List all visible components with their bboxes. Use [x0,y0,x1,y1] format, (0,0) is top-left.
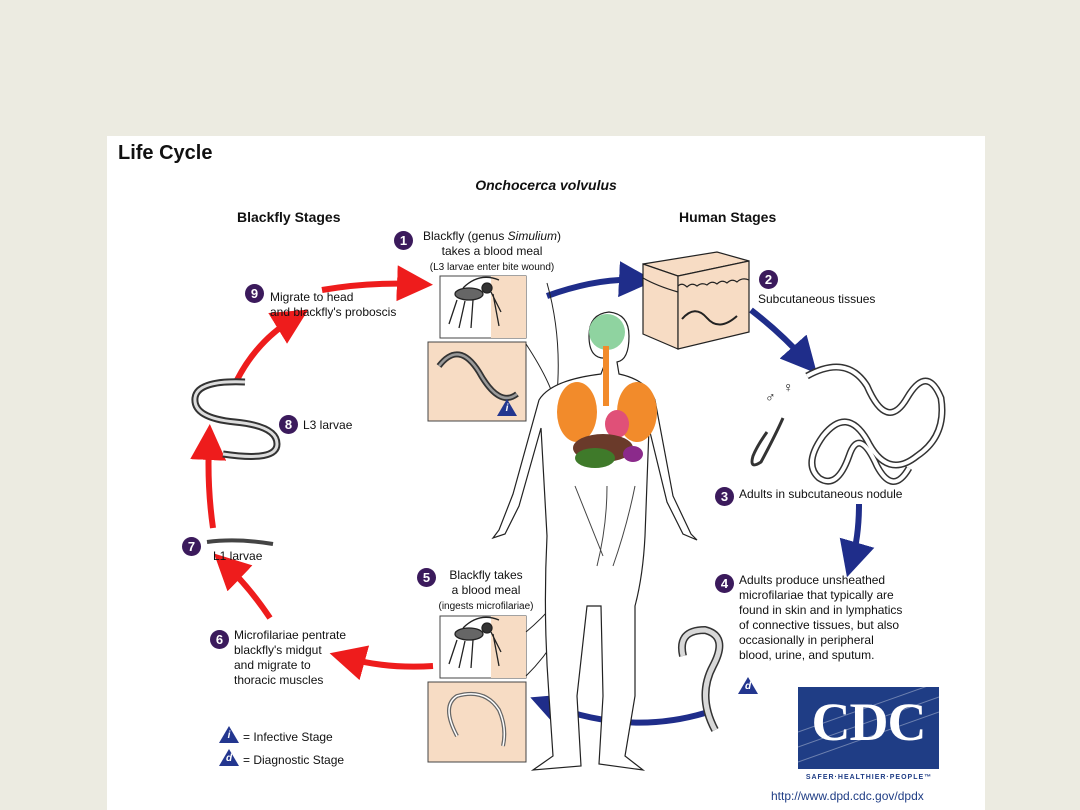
l3-larva-drawing [191,378,281,460]
stage-2-badge: 2 [759,270,778,289]
arrow-1-to-2 [545,261,655,299]
stage-8-badge: 8 [279,415,298,434]
cdc-logo: CDC [798,687,939,769]
male-symbol: ♂ [765,389,776,405]
stage-1-badge: 1 [394,231,413,250]
human-stages-header: Human Stages [679,209,777,225]
stage-3-badge: 3 [715,487,734,506]
stage-7-label: L1 larvae [213,549,263,563]
arrow-9-to-1 [321,265,433,302]
cdc-tagline: SAFER·HEALTHIER·PEOPLE™ [805,774,933,781]
stage-6-badge: 6 [210,630,229,649]
human-organs [557,314,657,567]
stage-4-label: Adults produce unsheathed microfilariae … [739,573,903,662]
microfilaria-drawing [678,625,724,732]
page-title: Life Cycle [118,142,213,164]
l1-larva-drawing [206,538,274,546]
diagnostic-stage-marker: d [738,677,758,694]
stage-9-label: Migrate to head and blackfly's proboscis [270,290,397,319]
stage-6-label: Microfilariae pentrate blackfly's midgut… [234,628,347,687]
skin-tissue-block [642,251,750,350]
blackfly-stages-header: Blackfly Stages [237,209,341,225]
diagram-panel: Life Cycle Onchocerca volvulus Blackfly … [107,136,985,810]
stage-5-badge: 5 [417,568,436,587]
legend-infective-icon: i [219,726,239,743]
stage-4-badge: 4 [715,574,734,593]
legend-diagnostic-text: = Diagnostic Stage [243,753,345,767]
blackfly-drawing [448,276,502,329]
stage-8-label: L3 larvae [303,418,353,432]
stage-1-label: Blackfly (genus Simulium) takes a blood … [422,229,562,273]
species-name: Onchocerca volvulus [475,177,617,193]
legend-diagnostic-icon: d [219,749,239,766]
adult-worms-drawing [750,363,946,485]
stage-7-badge: 7 [182,537,201,556]
arrow-6-to-7 [213,553,273,620]
stage-3-label: Adults in subcutaneous nodule [739,487,903,501]
arrow-5-to-6 [329,645,434,681]
arrow-3-to-4 [839,503,875,578]
legend-infective-text: = Infective Stage [243,730,333,744]
arrow-2-to-3 [749,307,817,374]
female-symbol: ♀ [783,379,794,395]
source-url[interactable]: http://www.dpd.cdc.gov/dpdx [771,789,924,803]
arrow-8-to-9 [234,309,309,382]
stage-2-label: Subcutaneous tissues [758,292,876,306]
stage-9-badge: 9 [245,284,264,303]
infective-stage-marker: i [497,399,517,416]
stage-5-label: Blackfly takes a blood meal (ingests mic… [438,568,534,612]
arrow-7-to-8 [190,424,227,529]
cdc-logo-text: CDC [811,692,927,752]
